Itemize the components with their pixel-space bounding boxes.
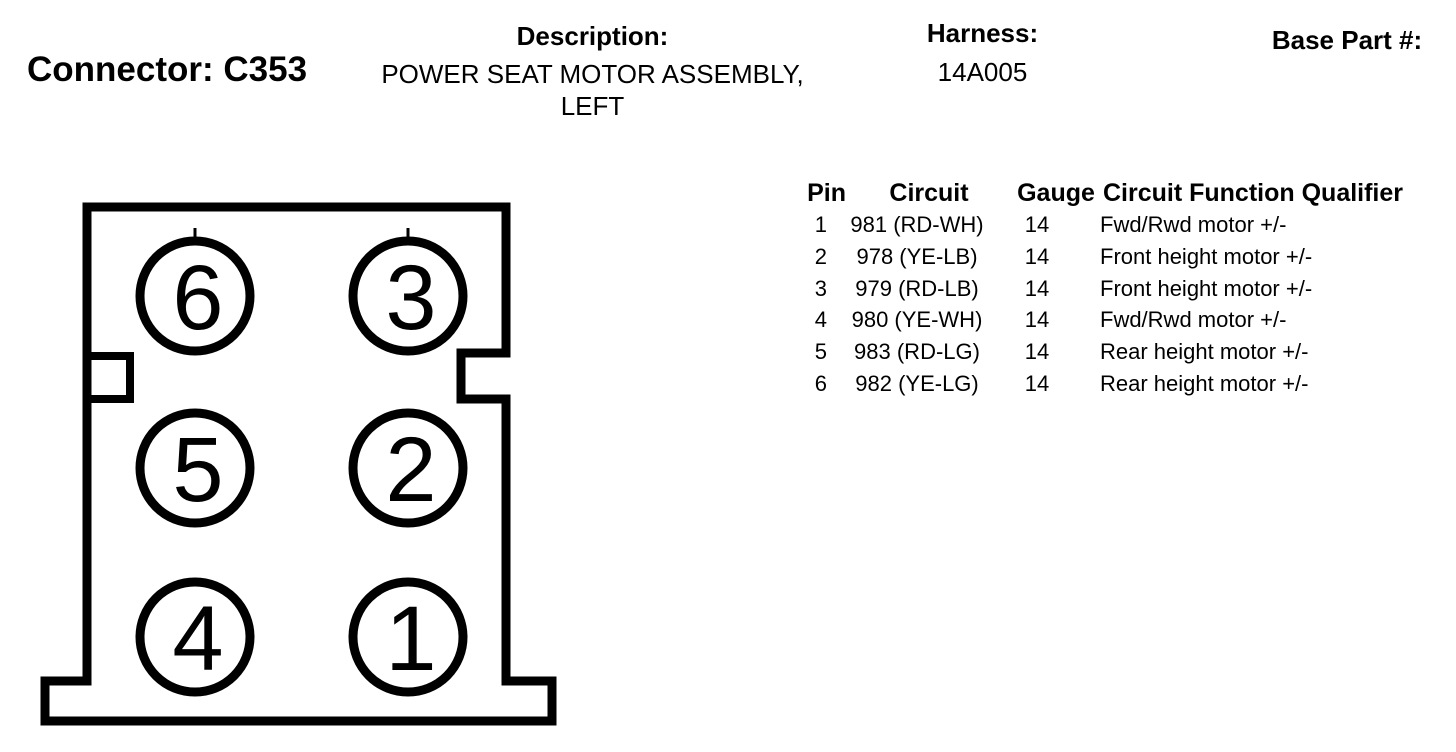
function-cell: Front height motor +/-	[1100, 244, 1313, 269]
pin-number-1: 1	[385, 588, 436, 690]
function-cell: Fwd/Rwd motor +/-	[1100, 307, 1287, 332]
pin-table-header-pin: Pin	[807, 179, 846, 207]
pin-table-row: 1 981 (RD-WH) 14 Fwd/Rwd motor +/-	[0, 212, 1456, 246]
pin-cell: 2	[814, 244, 827, 269]
harness-block: Harness: 14A005	[870, 17, 1095, 88]
circuit-cell: 980 (YE-WH)	[851, 307, 983, 332]
description-block: Description: POWER SEAT MOTOR ASSEMBLY, …	[355, 20, 830, 122]
function-cell: Fwd/Rwd motor +/-	[1100, 212, 1287, 237]
harness-label: Harness:	[926, 18, 1039, 48]
gauge-cell: 14	[1024, 307, 1050, 332]
connector-title: Connector: C353	[27, 50, 308, 89]
pin-number-2: 2	[385, 419, 436, 521]
pin-table-row: 3 979 (RD-LB) 14 Front height motor +/-	[0, 276, 1456, 310]
pin-table-row: 5 983 (RD-LG) 14 Rear height motor +/-	[0, 339, 1456, 373]
circuit-cell: 982 (YE-LG)	[855, 371, 979, 396]
function-cell: Rear height motor +/-	[1100, 371, 1309, 396]
pin-table-header-gauge: Gauge	[1017, 179, 1095, 207]
pin-table-header-circuit: Circuit	[889, 179, 969, 207]
description-value-line2: LEFT	[560, 91, 625, 121]
circuit-cell: 978 (YE-LB)	[856, 244, 978, 269]
circuit-cell: 981 (RD-WH)	[850, 212, 984, 237]
pin-number-4: 4	[172, 588, 223, 690]
function-cell: Front height motor +/-	[1100, 276, 1313, 301]
pin-circle-6	[135, 236, 255, 356]
connector-drawing: 6 3 5 2 4 1	[40, 202, 557, 726]
gauge-cell: 14	[1024, 276, 1050, 301]
pin-number-6: 6	[172, 247, 223, 349]
pin-circle-4	[135, 577, 255, 697]
pin-circle-5	[135, 408, 255, 528]
circuit-cell: 979 (RD-LB)	[855, 276, 979, 301]
pin-table-row: 4 980 (YE-WH) 14 Fwd/Rwd motor +/-	[0, 307, 1456, 341]
description-value-line1: POWER SEAT MOTOR ASSEMBLY,	[381, 59, 804, 89]
base-part-label: Base Part #:	[1271, 25, 1423, 55]
harness-value: 14A005	[937, 57, 1028, 87]
gauge-cell: 14	[1024, 212, 1050, 237]
pin-cell: 6	[814, 371, 827, 396]
pin-table-header-row: Pin Circuit Gauge Circuit Function Quali…	[0, 179, 1456, 213]
pin-circle-2	[348, 408, 468, 528]
pin-table-header-function: Circuit Function Qualifier	[1103, 179, 1404, 207]
pin-cell: 3	[814, 276, 827, 301]
circuit-cell: 983 (RD-LG)	[854, 339, 980, 364]
pin-cell: 1	[814, 212, 827, 237]
pin-table-row: 2 978 (YE-LB) 14 Front height motor +/-	[0, 244, 1456, 278]
pin-number-5: 5	[172, 419, 223, 521]
function-cell: Rear height motor +/-	[1100, 339, 1309, 364]
pin-circle-3	[348, 236, 468, 356]
keyway-left	[91, 352, 134, 403]
pin-cell: 5	[814, 339, 827, 364]
pin-circle-1	[348, 577, 468, 697]
pin-cell: 4	[814, 307, 827, 332]
pin-table-row: 6 982 (YE-LG) 14 Rear height motor +/-	[0, 371, 1456, 405]
gauge-cell: 14	[1024, 244, 1050, 269]
gauge-cell: 14	[1024, 371, 1050, 396]
pin-number-3: 3	[385, 247, 436, 349]
description-label: Description:	[516, 21, 669, 51]
gauge-cell: 14	[1024, 339, 1050, 364]
